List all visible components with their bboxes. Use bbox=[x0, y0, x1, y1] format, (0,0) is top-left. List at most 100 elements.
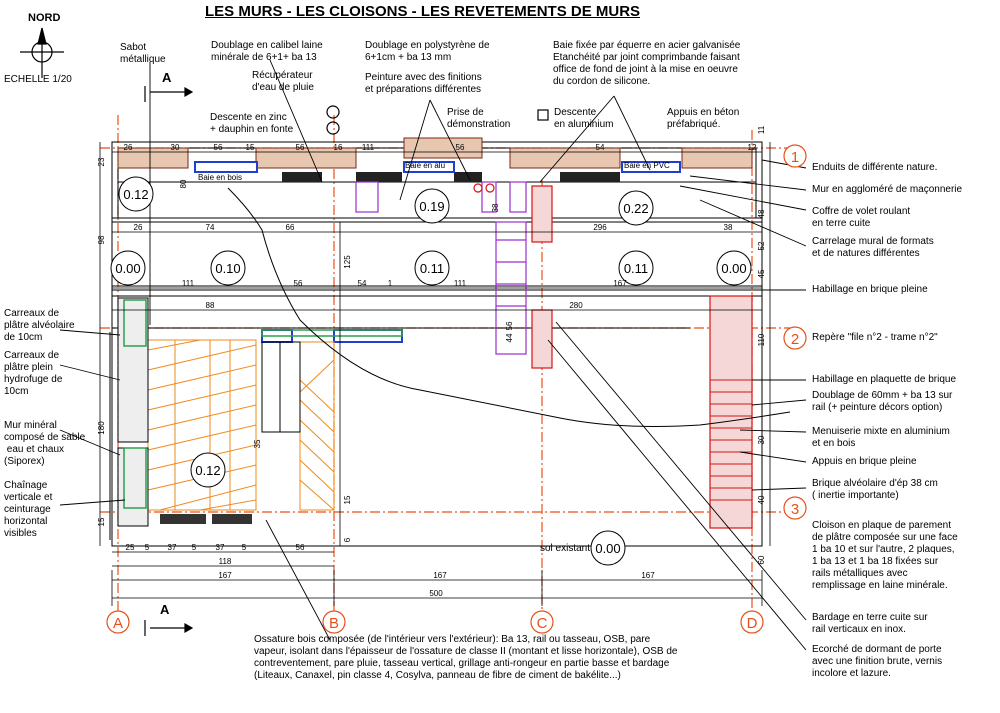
grid-letter: C bbox=[537, 615, 548, 632]
dimension-value: 88 bbox=[206, 301, 215, 310]
annotation-plaquette: Habillage en plaquette de brique bbox=[812, 374, 956, 385]
dimension-value: 167 bbox=[641, 571, 655, 580]
dimension-value: 23 bbox=[97, 157, 106, 166]
dimension-value: 45 bbox=[757, 269, 766, 278]
annotation-ecorche: Ecorché de dormant de porte avec une fin… bbox=[812, 644, 943, 679]
annotation-descente-zinc: Descente en zinc + dauphin en fonte bbox=[210, 112, 294, 135]
room-circle bbox=[414, 250, 450, 286]
dimension-value: 66 bbox=[286, 223, 295, 232]
dimension-value: 35 bbox=[253, 439, 262, 448]
masonry-blocks bbox=[282, 172, 620, 182]
annotation-doublage-polystyrene: Doublage en polystyrène de 6+1cm + ba 13… bbox=[365, 40, 490, 63]
room-circle bbox=[210, 250, 246, 286]
dimension-value: 98 bbox=[97, 235, 106, 244]
room-circle bbox=[618, 250, 654, 286]
annotation-descente-alu: Descente en aluminium bbox=[554, 107, 614, 130]
dimension-value: 44 bbox=[0, 0, 5, 2]
annotation-cloison: Cloison en plaque de parement de plâtre … bbox=[812, 520, 958, 591]
dimension-value: 60 bbox=[757, 555, 766, 564]
section-arrow-bottom-icon bbox=[144, 620, 194, 636]
dimension-value: 56 bbox=[296, 543, 305, 552]
dimension-value: 30 bbox=[171, 143, 180, 152]
annotation-recuperateur: Récupérateur d'eau de pluie bbox=[252, 70, 314, 93]
annotation-sabot: Sabot métallique bbox=[120, 42, 166, 65]
annotation-enduits: Enduits de différente nature. bbox=[812, 162, 938, 173]
sol-existant-label: sol existant bbox=[540, 543, 591, 554]
grid-letter: A bbox=[113, 615, 123, 632]
dimension-lines bbox=[99, 142, 771, 606]
annotation-appuis-beton: Appuis en béton préfabriqué. bbox=[667, 107, 740, 130]
room-number: 0.11 bbox=[624, 261, 648, 276]
dimension-value: 118 bbox=[219, 557, 232, 566]
dimension-value: 111 bbox=[362, 143, 375, 152]
room-number: 0.22 bbox=[623, 201, 648, 216]
grid-marker bbox=[106, 610, 130, 634]
dimension-value: 167 bbox=[218, 571, 232, 580]
room-number: 0.00 bbox=[115, 261, 140, 276]
brick-hatch bbox=[710, 379, 752, 501]
annotation-mur-mineral: Mur minéral composé de sable eau et chau… bbox=[4, 420, 86, 467]
dimension-value: 15 bbox=[246, 143, 255, 152]
grid-letter: D bbox=[747, 615, 758, 632]
annotation-carreaux-hydrofuge: Carreaux de plâtre plein hydrofuge de 10… bbox=[4, 350, 63, 397]
annotation-brique-alveolaire: Brique alvéolaire d'ép 38 cm ( inertie i… bbox=[812, 478, 938, 501]
annotation-doublage-60: Doublage de 60mm + ba 13 sur rail (+ pei… bbox=[812, 390, 953, 413]
dimension-value: 110 bbox=[757, 333, 766, 346]
leader-curve bbox=[227, 187, 791, 427]
room-number: 0.12 bbox=[195, 463, 220, 478]
grid-marker bbox=[530, 610, 554, 634]
grid-marker bbox=[322, 610, 346, 634]
dimension-value: 167 bbox=[433, 571, 447, 580]
interior-cloison bbox=[261, 341, 301, 433]
dimension-value: 37 bbox=[168, 543, 177, 552]
annotation-peinture: Peinture avec des finitions et préparati… bbox=[365, 72, 482, 95]
room-circle bbox=[110, 250, 146, 286]
room-circle bbox=[716, 250, 752, 286]
dimension-value: 56 bbox=[0, 0, 5, 2]
dimension-value: 500 bbox=[429, 589, 443, 598]
room-number: 0.19 bbox=[419, 199, 444, 214]
room-number: 0.00 bbox=[595, 541, 620, 556]
annotation-repere: Repère "file n°2 - trame n°2" bbox=[812, 332, 938, 343]
dimension-value: 111 bbox=[454, 279, 467, 288]
room-circle bbox=[590, 530, 626, 566]
dimension-value: 74 bbox=[206, 223, 215, 232]
dimension-value: 296 bbox=[593, 223, 607, 232]
dimension-value: 30 bbox=[757, 435, 766, 444]
dimension-value: 56 bbox=[505, 321, 514, 330]
dimension-value: 12 bbox=[748, 143, 757, 152]
annotation-appuis-brique: Appuis en brique pleine bbox=[812, 456, 917, 467]
dimension-value: 37 bbox=[216, 543, 225, 552]
dimension-value: 56 bbox=[456, 143, 465, 152]
dimension-value: 56 bbox=[214, 143, 223, 152]
label-baie-bois: Baie en bois bbox=[198, 173, 243, 182]
dimension-value: 80 bbox=[0, 0, 2, 4]
section-arrow-top-icon bbox=[144, 86, 194, 102]
dimension-value: 44 bbox=[505, 333, 514, 342]
brick-partitions bbox=[531, 185, 753, 529]
dimension-value: 1 bbox=[388, 279, 393, 288]
room-number: 0.00 bbox=[721, 261, 746, 276]
dimension-value: 167 bbox=[613, 279, 627, 288]
bottom-wall-blocks bbox=[160, 514, 252, 524]
row-marker bbox=[783, 496, 807, 520]
dimension-value: 25 bbox=[126, 543, 135, 552]
room-number: 0.11 bbox=[420, 261, 444, 276]
annotation-ossature-bois: Ossature bois composée (de l'intérieur v… bbox=[254, 634, 678, 681]
annotation-bardage: Bardage en terre cuite sur rail verticau… bbox=[812, 612, 928, 635]
dimension-value: 56 bbox=[294, 279, 303, 288]
north-label: NORD bbox=[28, 12, 61, 24]
dimension-value: 26 bbox=[124, 143, 133, 152]
page-title: LES MURS - LES CLOISONS - LES REVETEMENT… bbox=[205, 3, 641, 20]
dimension-value: 56 bbox=[296, 143, 305, 152]
dimension-value: 38 bbox=[724, 223, 733, 232]
room-number: 0.12 bbox=[123, 187, 148, 202]
room-circle bbox=[414, 188, 450, 224]
annotation-mur-agglo: Mur en aggloméré de maçonnerie bbox=[812, 184, 963, 195]
dimension-value: 38 bbox=[0, 0, 5, 2]
grid-marker bbox=[740, 610, 764, 634]
label-baie-alu: Baie en alu bbox=[405, 161, 446, 170]
